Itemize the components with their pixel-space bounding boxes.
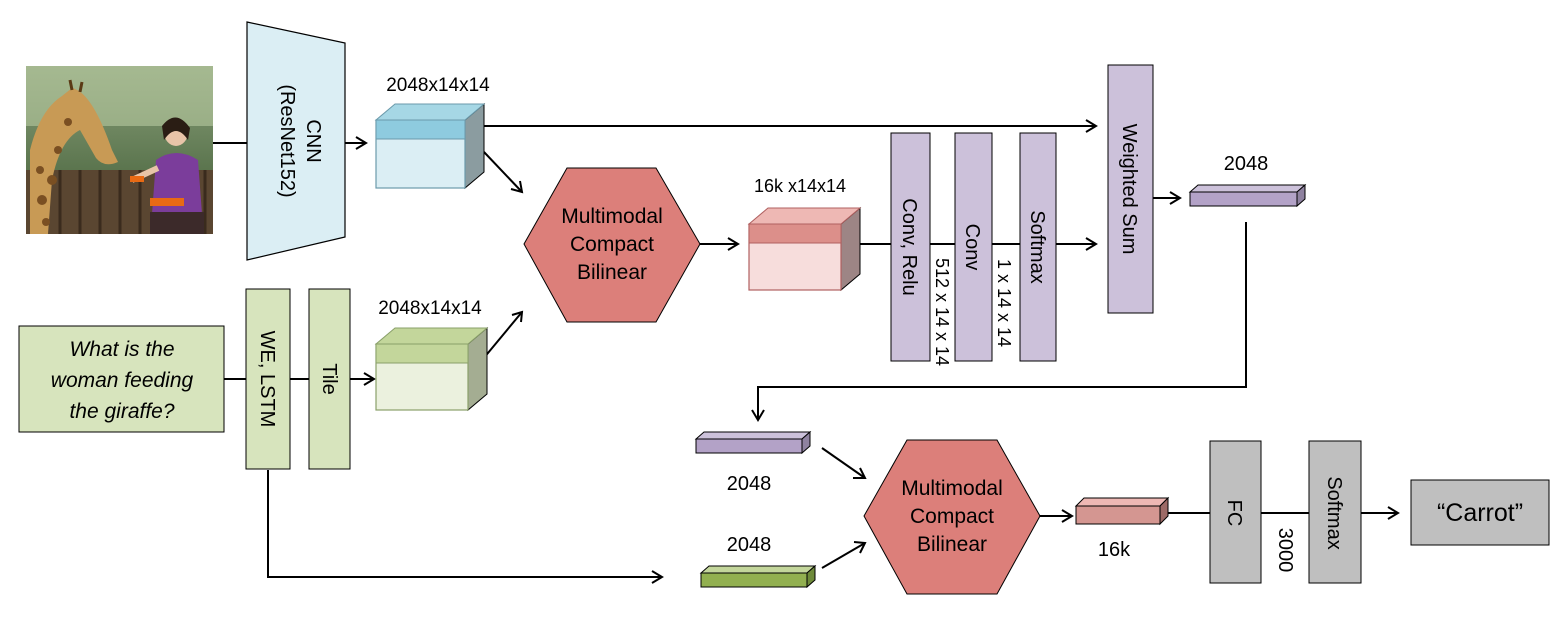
mcb1-line-1: Multimodal — [561, 205, 663, 228]
mcb2-line-1: Multimodal — [901, 477, 1003, 500]
attended-vector: 2048 — [1188, 153, 1307, 208]
edge-attended-vector-loop — [757, 222, 1247, 420]
conv-dims: 1 x 14 x 14 — [994, 259, 1014, 347]
edges — [213, 119, 1400, 584]
visual-vector-dims: 2048 — [727, 473, 772, 495]
mcb-output-dims: 16k — [1098, 539, 1131, 561]
image-feature-cube: 2048x14x14 — [374, 75, 490, 190]
mcb-attention-hexagon: Multimodal Compact Bilinear — [523, 167, 701, 323]
mcb-feature-cube: 16k x14x14 — [747, 176, 862, 292]
mcb2-line-2: Compact — [910, 505, 994, 528]
conv-relu-label: Conv, Relu — [898, 198, 920, 295]
tile-block: Tile — [308, 288, 351, 470]
mcb-answer-hexagon: Multimodal Compact Bilinear — [863, 439, 1041, 595]
edge-visual-vector-to-mcb — [821, 447, 866, 479]
conv-label: Conv — [961, 224, 983, 271]
edge-text-vector-to-mcb — [821, 542, 866, 569]
attention-softmax-block: Softmax — [1019, 132, 1057, 362]
fc-label: FC — [1223, 500, 1245, 527]
text-feature-cube: 2048x14x14 — [374, 298, 489, 412]
mcb1-line-3: Bilinear — [577, 261, 647, 284]
answer-softmax-label: Softmax — [1323, 476, 1345, 549]
cnn-block: CNN (ResNet152) — [246, 21, 346, 261]
fc-block: FC 3000 — [1209, 440, 1296, 584]
weighted-sum-block: Weighted Sum — [1107, 64, 1154, 314]
mcb-output-vector: 16k — [1074, 496, 1170, 561]
fc-dims: 3000 — [1274, 528, 1296, 573]
we-lstm-label: WE, LSTM — [256, 331, 278, 428]
attention-softmax-label: Softmax — [1026, 210, 1048, 283]
cnn-label: CNN — [302, 119, 324, 162]
text-vector: 2048 — [699, 534, 817, 589]
tile-label: Tile — [318, 363, 340, 394]
cnn-model-label: (ResNet152) — [276, 84, 298, 197]
visual-vector: 2048 — [694, 430, 812, 495]
we-lstm-block: WE, LSTM — [245, 288, 291, 470]
input-photo — [26, 66, 213, 234]
edge-lstm-to-text-vector — [267, 470, 662, 578]
question-line-1: What is the — [69, 338, 174, 361]
mcb-feature-dims: 16k x14x14 — [754, 176, 846, 196]
mcb1-line-2: Compact — [570, 233, 654, 256]
question-line-2: woman feeding — [51, 369, 194, 392]
conv-relu-dims: 512 x 14 x 14 — [932, 258, 952, 366]
mcb2-line-3: Bilinear — [917, 533, 987, 556]
attended-vector-dims: 2048 — [1224, 153, 1269, 175]
weighted-sum-label: Weighted Sum — [1118, 124, 1140, 255]
image-feature-dims: 2048x14x14 — [386, 75, 490, 96]
edge-image-features-to-mcb — [483, 151, 523, 193]
answer-output-box: “Carrot” — [1410, 479, 1550, 546]
answer-output-label: “Carrot” — [1437, 499, 1523, 527]
question-box: What is the woman feeding the giraffe? — [18, 325, 225, 433]
answer-softmax-block: Softmax — [1308, 440, 1362, 584]
text-feature-dims: 2048x14x14 — [378, 298, 482, 319]
conv-relu-block: Conv, Relu 512 x 14 x 14 — [890, 132, 952, 366]
conv-block: Conv 1 x 14 x 14 — [954, 132, 1014, 362]
text-vector-dims: 2048 — [727, 534, 772, 556]
question-line-3: the giraffe? — [69, 400, 174, 423]
